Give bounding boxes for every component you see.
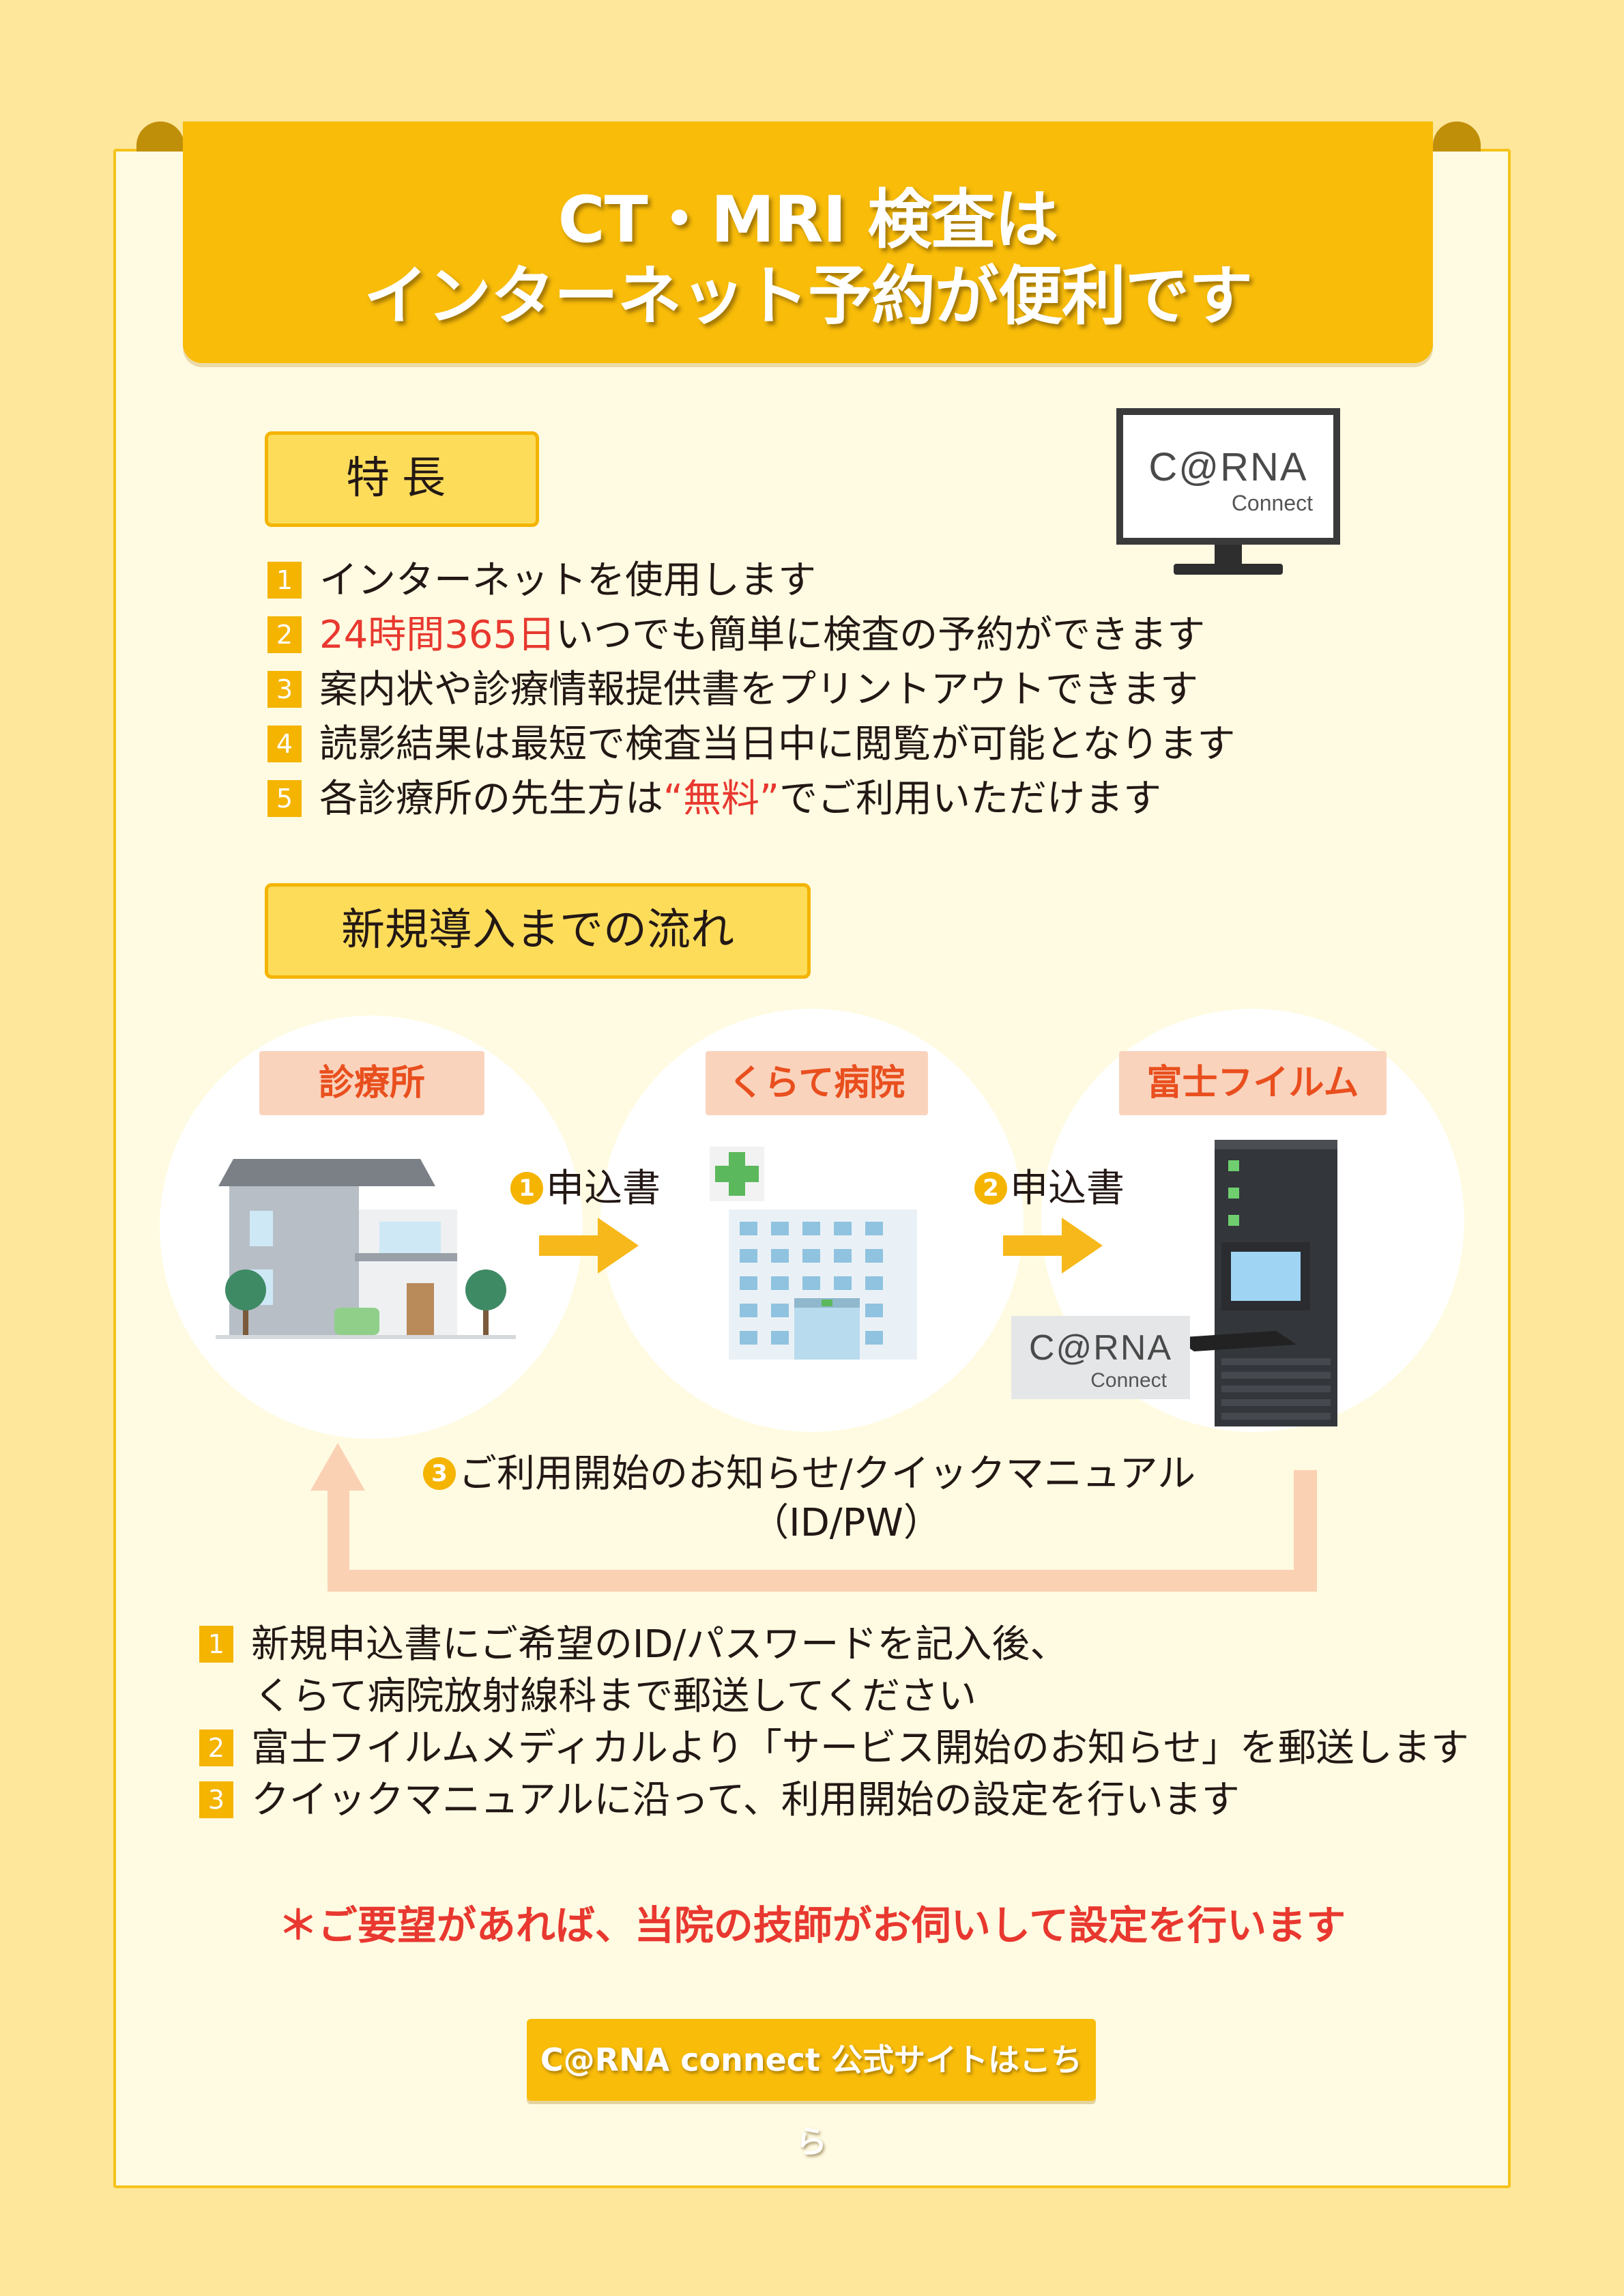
feature-text: 読影結果は最短で検査当日中に閲覧が可能となります (319, 722, 1236, 766)
step-number: 2 (974, 1171, 1007, 1205)
step-label: ご利用開始のお知らせ/クイックマニュアル (459, 1452, 1196, 1496)
ribbon-fold-right (1433, 121, 1481, 152)
step-item-text: 新規申込書にご希望のID/パスワードを記入後、 (251, 1622, 1069, 1667)
monitor-logo-brand: C@RNA (1148, 445, 1307, 489)
sign-brand: C@RNA (1029, 1328, 1172, 1368)
step-sub-label: （ID/PW） (751, 1501, 942, 1545)
node-label-clinic: 診療所 (259, 1051, 484, 1115)
feature-number: 3 (267, 670, 302, 708)
step-item-text: クイックマニュアルに沿って、利用開始の設定を行います (251, 1778, 1240, 1822)
step-item-1-cont: くらて病院放射線科まで郵送してください (199, 1671, 976, 1723)
arrow-right-icon (539, 1218, 639, 1274)
title-banner: CT・MRI 検査は インターネット予約が便利です (183, 121, 1433, 363)
feature-text: でご利用いただけます (779, 777, 1162, 821)
step-item-text: くらて病院放射線科まで郵送してください (254, 1674, 976, 1719)
feature-item-5: 5 各診療所の先生方は“無料”でご利用いただけます (267, 773, 1161, 826)
step-number: 3 (423, 1456, 456, 1490)
feature-number: 2 (267, 616, 302, 653)
step-item-number: 1 (199, 1625, 233, 1663)
arrow-right-icon (1003, 1218, 1103, 1274)
node-label-fujifilm: 富士フイルム (1119, 1051, 1387, 1115)
feature-item-2: 2 24時間365日いつでも簡単に検査の予約ができます (267, 609, 1205, 662)
page-title-line1: CT・MRI 検査は (557, 183, 1059, 257)
return-arrow-icon (310, 1443, 1317, 1592)
hospital-building-icon (710, 1147, 917, 1360)
request-note: ＊ご要望があれば、当院の技師がお伺いして設定を行います (278, 1902, 1346, 1949)
step-item-text: 富士フイルムメディカルより「サービス開始のお知らせ」を郵送します (251, 1726, 1469, 1770)
step-label: 申込書 (546, 1166, 661, 1211)
step-item-3: 3 クイックマニュアルに沿って、利用開始の設定を行います (199, 1775, 1240, 1826)
clinic-building-icon (216, 1159, 516, 1339)
feature-item-4: 4 読影結果は最短で検査当日中に閲覧が可能となります (267, 718, 1235, 771)
feature-text: インターネットを使用します (319, 558, 816, 603)
step-label: 申込書 (1010, 1166, 1125, 1211)
feature-number: 4 (267, 725, 302, 762)
feature-highlight: 24時間365日 (319, 613, 556, 657)
feature-item-1: 1 インターネットを使用します (267, 554, 816, 607)
sign-sub: Connect (1090, 1369, 1167, 1392)
features-heading: 特長 (265, 431, 539, 527)
page-title-line2: インターネット予約が便利です (363, 259, 1253, 334)
flow-heading: 新規導入までの流れ (265, 883, 811, 979)
carna-connect-sign: C@RNA Connect (1011, 1316, 1190, 1399)
step-item-2: 2 富士フイルムメディカルより「サービス開始のお知らせ」を郵送します (199, 1723, 1469, 1775)
carna-monitor-icon: C@RNA Connect (1116, 408, 1340, 575)
step-item-number: 3 (199, 1781, 233, 1818)
feature-number: 5 (267, 779, 302, 817)
step-item-1: 1 新規申込書にご希望のID/パスワードを記入後、 (199, 1619, 1068, 1671)
step-number: 1 (510, 1171, 543, 1205)
step-item-number: 2 (199, 1729, 233, 1766)
feature-item-3: 3 案内状や診療情報提供書をプリントアウトできます (267, 663, 1198, 717)
feature-number: 1 (267, 561, 302, 599)
node-label-hospital: くらて病院 (706, 1051, 928, 1115)
feature-highlight: “無料” (663, 777, 780, 821)
official-site-button[interactable]: C@RNA connect 公式サイトはこちら (527, 2019, 1096, 2160)
feature-text: 各診療所の先生方は (319, 777, 663, 821)
monitor-logo-sub: Connect (1232, 491, 1313, 515)
feature-text: 案内状や診療情報提供書をプリントアウトできます (319, 668, 1198, 712)
feature-text: いつでも簡単に検査の予約ができます (555, 613, 1206, 657)
ribbon-fold-left (136, 121, 184, 152)
server-rack-icon (1174, 1140, 1337, 1426)
